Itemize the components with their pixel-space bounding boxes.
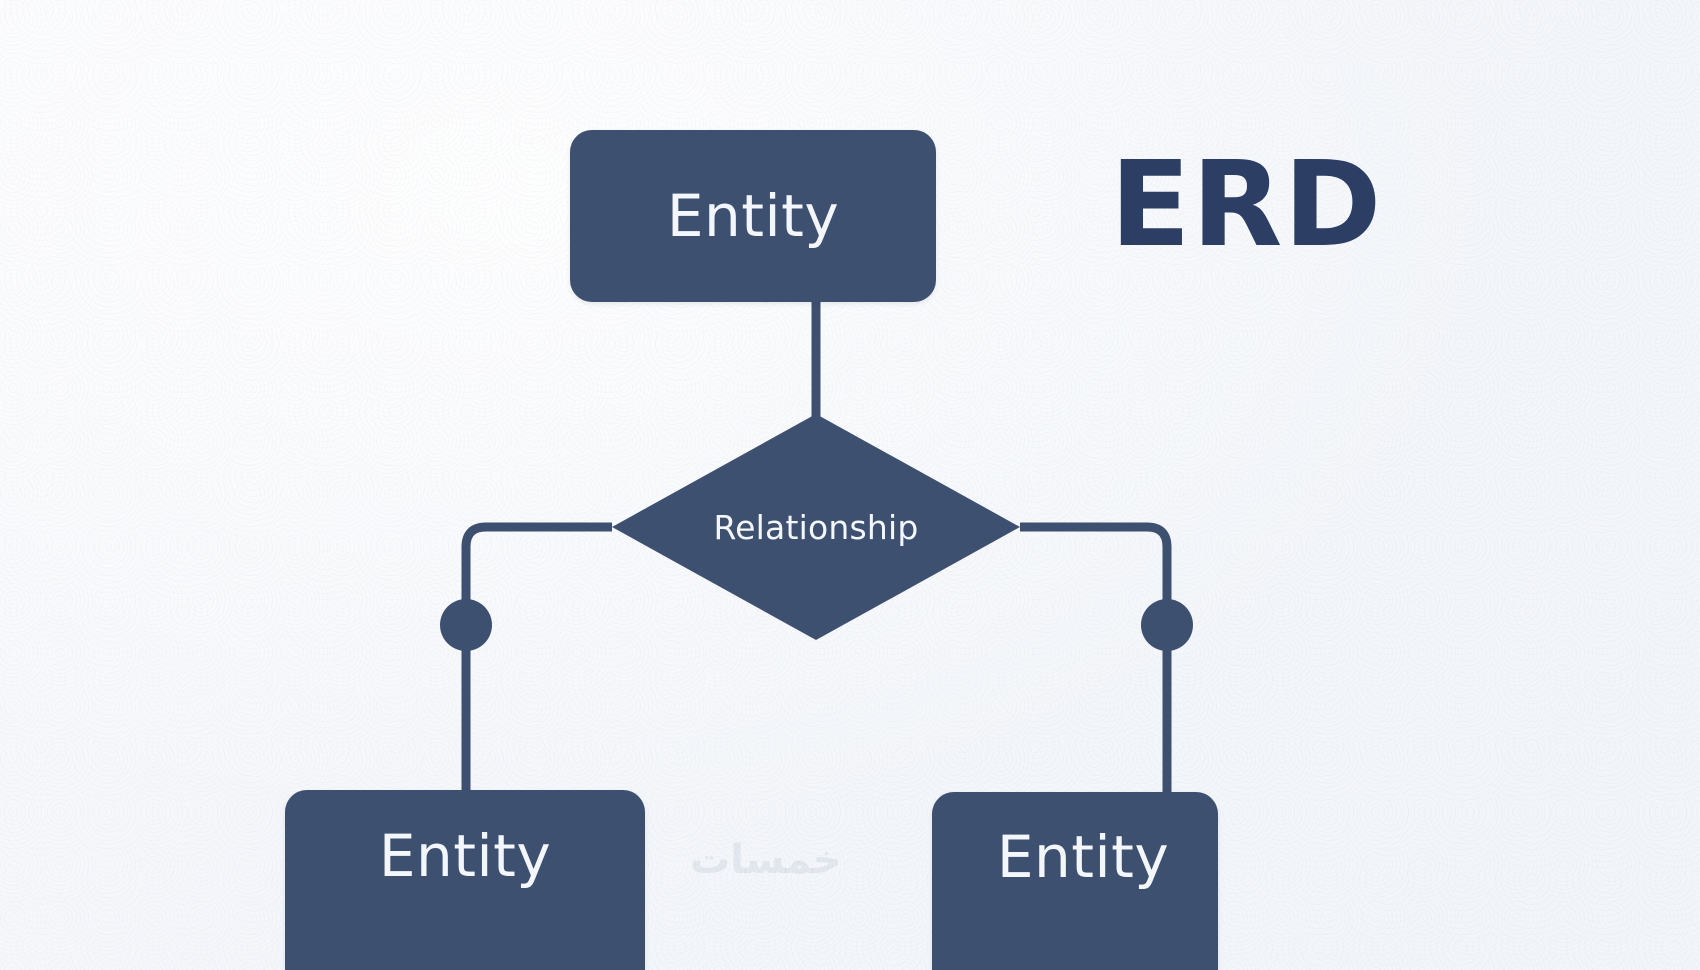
edge-relationship-to-entity-bottom-right — [1020, 522, 1172, 630]
relationship-node[interactable]: Relationship — [612, 414, 1020, 640]
entity-node-top-label: Entity — [666, 182, 840, 250]
diamond-shape-icon — [612, 414, 1020, 640]
entity-node-top[interactable]: Entity — [570, 130, 936, 302]
watermark-text: خمسات — [690, 837, 842, 883]
edge-relationship-to-entity-bottom-left — [461, 522, 612, 630]
cardinality-dot-right — [1141, 599, 1193, 651]
entity-node-bottom-left-label: Entity — [378, 822, 552, 890]
relationship-node-label: Relationship — [713, 507, 919, 547]
entity-node-bottom-left[interactable]: Entity — [285, 790, 645, 970]
cardinality-dot-left — [440, 599, 492, 651]
entity-node-bottom-right-label: Entity — [996, 823, 1170, 891]
page-title: ERD — [1110, 135, 1383, 273]
entity-node-bottom-right[interactable]: Entity — [932, 792, 1218, 970]
